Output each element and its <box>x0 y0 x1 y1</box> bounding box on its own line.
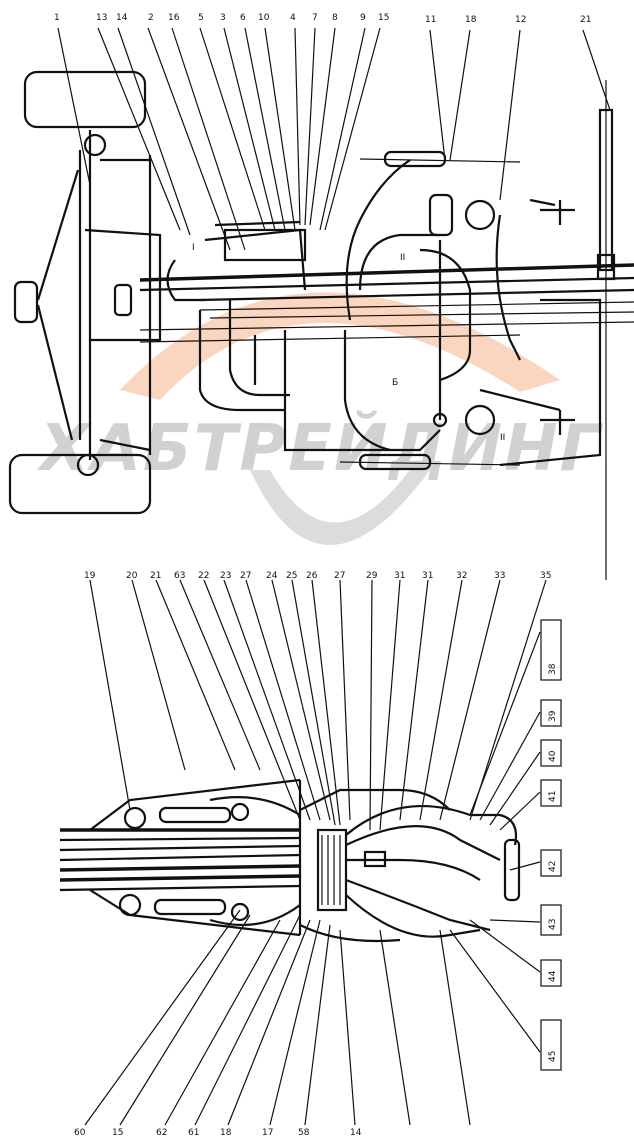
box-label: 40 <box>548 750 558 762</box>
callout-label: 32 <box>456 571 467 581</box>
arrow-mark: II <box>500 433 505 443</box>
callout-label: 20 <box>126 571 138 581</box>
callout-label: 61 <box>188 1128 199 1138</box>
box-label: 43 <box>548 919 558 930</box>
callout-label: 31 <box>422 571 433 581</box>
front-wheels <box>8 70 152 515</box>
boom-frame <box>59 778 302 937</box>
callout-label: 15 <box>378 13 389 23</box>
callout-label: 15 <box>112 1128 123 1138</box>
callout-label: 17 <box>262 1128 273 1138</box>
box-label: 39 <box>548 710 558 722</box>
callout-label: 5 <box>198 13 204 23</box>
callout-label: 10 <box>258 13 270 23</box>
callout-label: 27 <box>334 571 345 581</box>
box-label: 41 <box>548 791 558 802</box>
bottom-manifold-hoses <box>209 788 518 943</box>
top-diagram: 1 13 14 2 16 5 3 6 10 4 7 8 9 15 11 18 1… <box>8 13 634 580</box>
top-callout-labels: 1 13 14 2 16 5 3 6 10 4 7 8 9 15 11 18 1… <box>54 13 591 25</box>
top-leader-lines <box>57 27 611 251</box>
callout-label: 26 <box>306 571 318 581</box>
callout-label: 18 <box>220 1128 232 1138</box>
callout-label: 33 <box>494 571 505 581</box>
watermark-brand-text: ХАБТРЕЙДИНГ <box>36 410 604 486</box>
hydraulic-lines <box>166 159 602 467</box>
callout-label: 19 <box>84 571 96 581</box>
callout-label: 63 <box>174 571 185 581</box>
box-label: 38 <box>548 663 558 675</box>
bottom-callout-labels: 60 15 62 61 18 17 58 14 <box>74 1128 362 1138</box>
callout-label: 24 <box>266 571 278 581</box>
callout-label: 14 <box>116 13 128 23</box>
box-label: 42 <box>548 861 558 872</box>
callout-label: 21 <box>150 571 161 581</box>
bottom-top-callout-labels: 19 20 21 63 22 23 27 24 25 26 27 29 31 3… <box>84 571 551 581</box>
callout-label: 23 <box>220 571 231 581</box>
bottom-cylinders <box>118 802 521 922</box>
top-components <box>223 80 616 580</box>
callout-label: 11 <box>425 15 436 25</box>
right-boxes <box>540 619 562 1071</box>
callout-label: 29 <box>366 571 378 581</box>
bottom-leader-lines <box>84 579 547 1126</box>
arrow-mark: I <box>192 243 195 253</box>
callout-label: 18 <box>465 15 477 25</box>
right-box-labels: 38 39 40 41 42 43 44 45 <box>548 663 558 1062</box>
callout-label: 1 <box>54 13 60 23</box>
arrow-mark: Б <box>392 378 398 388</box>
callout-label: 13 <box>96 13 107 23</box>
axle-assembly <box>36 130 162 477</box>
callout-label: 35 <box>540 571 551 581</box>
callout-label: 6 <box>240 13 246 23</box>
callout-label: 3 <box>220 13 226 23</box>
callout-label: 4 <box>290 13 296 23</box>
callout-label: 16 <box>168 13 180 23</box>
top-arrow-marks: I II Б II <box>192 243 505 443</box>
callout-label: 14 <box>350 1128 362 1138</box>
callout-label: 2 <box>148 13 154 23</box>
callout-label: 25 <box>286 571 297 581</box>
callout-label: 8 <box>332 13 338 23</box>
callout-label: 21 <box>580 15 591 25</box>
callout-label: 12 <box>515 15 526 25</box>
callout-label: 9 <box>360 13 366 23</box>
logo-swoosh-gray <box>250 470 430 545</box>
callout-label: 22 <box>198 571 209 581</box>
callout-label: 58 <box>298 1128 310 1138</box>
callout-label: 60 <box>74 1128 86 1138</box>
box-label: 44 <box>548 970 558 982</box>
callout-label: 27 <box>240 571 251 581</box>
main-frame-rails <box>139 263 634 343</box>
callout-label: 31 <box>394 571 405 581</box>
callout-label: 62 <box>156 1128 167 1138</box>
arrow-mark: II <box>400 253 405 263</box>
box-label: 45 <box>548 1051 558 1062</box>
callout-label: 7 <box>312 13 318 23</box>
